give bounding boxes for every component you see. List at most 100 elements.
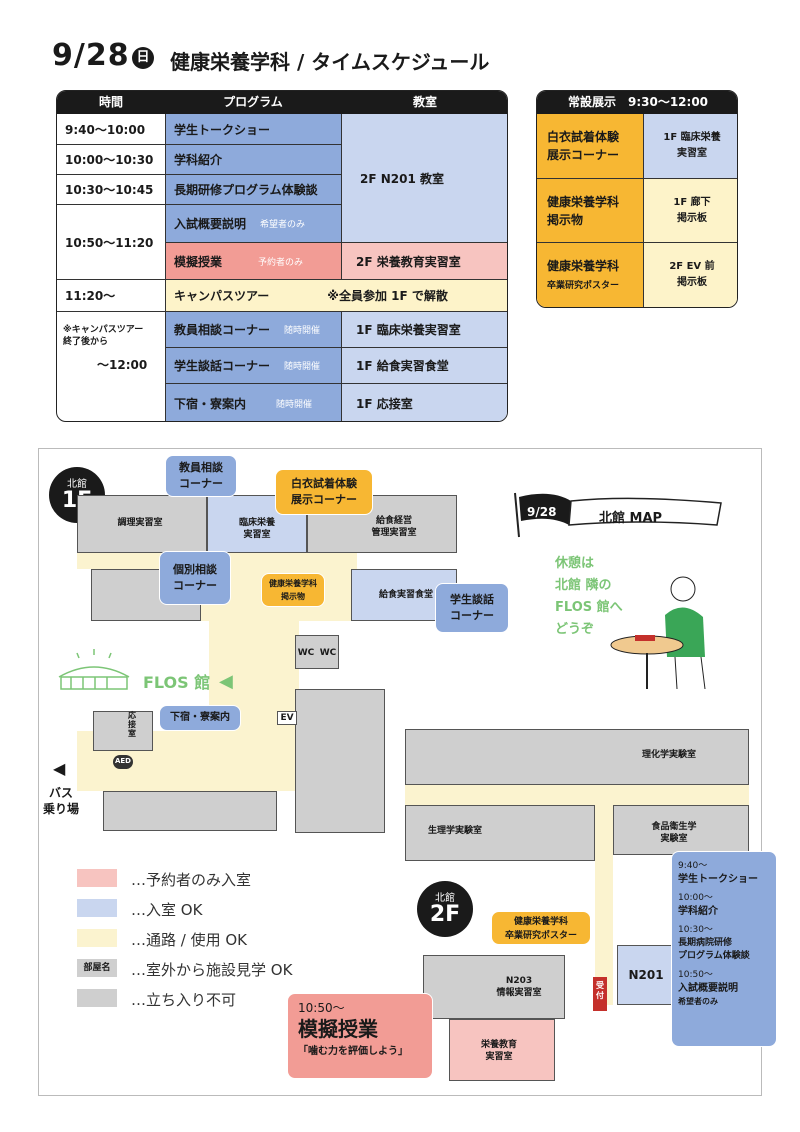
legend-label: …通路 / 使用 OK — [131, 931, 248, 949]
program-tag: 希望者のみ — [260, 220, 306, 230]
bubble-text: コーナー — [450, 609, 494, 622]
arrow-left-icon: ◀ — [53, 759, 66, 778]
bubble-text: 白衣試着体験 — [291, 477, 357, 490]
legend-swatch — [77, 869, 117, 887]
program-cell: 教員相談コーナー 随時開催 — [165, 311, 341, 347]
title-date: 9/28 — [52, 38, 130, 73]
corridor — [405, 785, 749, 805]
room-nutrition-l2: 実習室 — [485, 1052, 513, 1062]
exhibit-loc-1: 1F 廊下 — [673, 197, 711, 208]
exhibit-name-1: 健康栄養学科 — [547, 195, 620, 209]
n201-time: 10:30～ — [678, 925, 713, 935]
legend-label: …入室 OK — [131, 901, 203, 919]
person-cafe-illustration — [610, 576, 706, 690]
room-chem — [405, 729, 749, 785]
time-end: ～12:00 — [97, 358, 148, 372]
n201-time: 10:50～ — [678, 970, 713, 980]
exhibit-name-2: 展示コーナー — [547, 148, 620, 162]
flos-building-icon — [58, 649, 130, 690]
program-label: キャンパスツアー — [174, 289, 270, 303]
program-tag: 随時開催 — [276, 400, 313, 410]
legend-swatch — [77, 929, 117, 947]
program-label: 教員相談コーナー — [174, 323, 271, 337]
bubble-individual: 個別相談コーナー — [159, 551, 231, 605]
floor-badge-2f: 北館 2F — [417, 881, 473, 937]
room-nutrition — [449, 1019, 555, 1081]
exhibit-name-2: 卒業研究ポスター — [547, 281, 620, 291]
exhibit-name: 健康栄養学科卒業研究ポスター — [537, 242, 643, 307]
room-n201-label: N201 — [628, 968, 664, 982]
time-cell: 11:20～ — [57, 279, 165, 311]
legend-label: …室外から施設見学 OK — [131, 961, 293, 979]
program-label: 模擬授業 — [174, 254, 223, 269]
bubble-text: 卒業研究ポスター — [504, 931, 577, 941]
program-tag: 随時開催 — [284, 362, 321, 372]
room-food-l2: 実験室 — [660, 834, 688, 844]
title-day-badge: 日 — [132, 47, 154, 69]
n201-time: 9:40～ — [678, 861, 708, 871]
room-reception-label: 応接室 — [128, 711, 136, 738]
program-tag: 随時開催 — [284, 326, 321, 336]
exhibit-loc-1: 1F 臨床栄養 — [663, 132, 721, 143]
program-label: 下宿・寮案内 — [174, 397, 247, 411]
room-blocked — [295, 689, 385, 833]
room-cooking-label: 調理実習室 — [117, 518, 163, 528]
program-label: 入試概要説明 — [174, 217, 247, 231]
rest-note-line: FLOS 館へ — [555, 600, 623, 615]
legend-swatch — [77, 899, 117, 917]
floor-badge-top: 北館 — [435, 893, 455, 904]
program-cell: 学生トークショー — [165, 114, 341, 144]
banner-date: 9/28 — [527, 505, 557, 519]
room-cell: 1F 応接室 — [341, 383, 507, 421]
exhibit-loc-1: 2F EV 前 — [669, 261, 715, 272]
bubble-text: 健康栄養学科 — [269, 579, 317, 588]
bubble-poster-2f: 健康栄養学科卒業研究ポスター — [491, 911, 591, 945]
room-food — [613, 805, 749, 855]
exhibit-location: 1F 廊下掲示板 — [643, 178, 737, 242]
legend-label: …予約者のみ入室 — [131, 871, 252, 889]
bubble-text: 教員相談 — [179, 461, 223, 474]
exhibit-loc-2: 掲示板 — [677, 277, 707, 288]
room-blocked — [103, 791, 277, 831]
program-cell: 学科紹介 — [165, 144, 341, 174]
ev-label: EV — [277, 711, 297, 725]
room-cell: 2F 栄養教育実習室 — [341, 242, 507, 279]
exhibit-loc-2: 実習室 — [677, 148, 707, 159]
bubble-poster: 健康栄養学科掲示物 — [261, 573, 325, 607]
exhibit-name: 白衣試着体験展示コーナー — [537, 114, 643, 178]
n201-title: 入試概要説明 — [678, 983, 738, 994]
rest-note: 休憩は 北館 隣の FLOS 館へ どうぞ — [555, 553, 623, 641]
n201-title: 学科紹介 — [678, 906, 718, 917]
bubble-text: コーナー — [173, 579, 217, 592]
room-cafeteria-label: 給食実習食堂 — [378, 590, 433, 600]
bubble-n201-schedule: 9:40～ 学生トークショー 10:00～ 学科紹介 10:30～ 長期病院研修… — [671, 851, 777, 1047]
exhibit-location: 2F EV 前掲示板 — [643, 242, 737, 307]
time-cell: 10:50～11:20 — [57, 204, 165, 279]
bubble-teacher: 教員相談コーナー — [165, 455, 237, 497]
bubble-text: 健康栄養学科 — [513, 917, 568, 927]
room-chem-label: 理化学実験室 — [641, 750, 696, 760]
mock-class-time: 10:50～ — [298, 1001, 345, 1015]
rest-note-line: どうぞ — [555, 622, 595, 637]
room-cell: 1F 臨床栄養実習室 — [341, 311, 507, 347]
program-cell: 入試概要説明 希望者のみ — [165, 204, 341, 242]
legend-label: …立ち入り不可 — [131, 991, 237, 1009]
bus-label-1: バス — [49, 786, 74, 800]
room-cell: 1F 給食実習食堂 — [341, 347, 507, 383]
mock-class-title: 模擬授業 — [298, 1017, 378, 1041]
bubble-text: コーナー — [179, 477, 223, 490]
program-label: 学生談話コーナー — [174, 359, 271, 373]
room-n203 — [423, 955, 565, 1019]
time-cell: 9:40～10:00 — [65, 122, 146, 137]
n201-time: 10:00～ — [678, 893, 713, 903]
exhibit-header: 常設展示 9:30～12:00 — [537, 91, 737, 114]
time-cell-late: ※キャンパスツアー 終了後から ～12:00 — [57, 311, 165, 421]
aed-label: AED — [113, 755, 133, 769]
room-n201 — [617, 945, 675, 1005]
floor-badge-top: 北館 — [67, 479, 87, 490]
legend-swatch-text: 部屋名 — [77, 959, 117, 977]
rest-note-line: 休憩は — [555, 556, 595, 571]
map-banner-flag — [514, 492, 722, 538]
bubble-text: 学生談話 — [450, 593, 494, 606]
floor-badge-label: 2F — [429, 902, 461, 927]
